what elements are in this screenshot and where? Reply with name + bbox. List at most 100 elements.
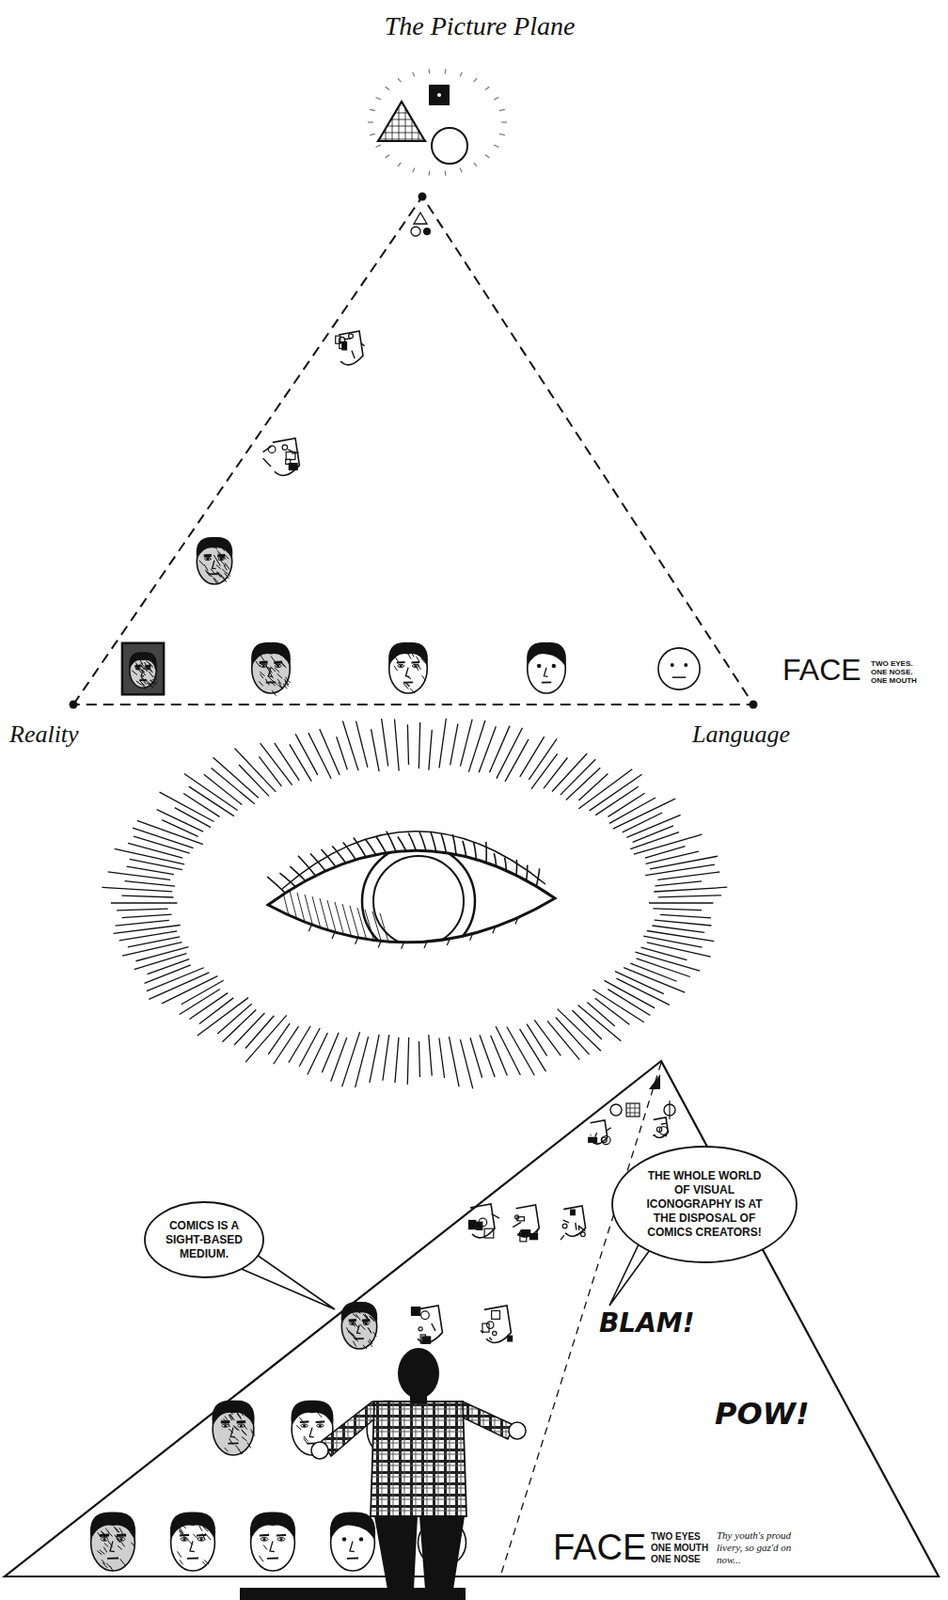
ray <box>355 1036 369 1088</box>
face-hatch <box>262 658 268 665</box>
face-hatch <box>103 1547 108 1553</box>
abstract-line <box>351 350 355 359</box>
halo-tick <box>485 86 490 90</box>
ray <box>245 1015 274 1049</box>
abstract-line <box>471 1206 473 1209</box>
face-hatch <box>237 1449 242 1454</box>
ray <box>630 832 680 850</box>
ray <box>622 812 663 833</box>
face-pupil <box>280 1537 284 1541</box>
face-pupil <box>239 1423 243 1427</box>
face-hatch <box>367 1327 372 1332</box>
plain-circle <box>431 127 468 164</box>
grid-mask <box>376 99 427 142</box>
face-mouth <box>541 680 552 683</box>
face-hatch <box>126 1527 131 1532</box>
ray <box>655 881 703 886</box>
ray <box>295 733 318 775</box>
face-hatch <box>241 1436 248 1441</box>
globe-hatch <box>373 855 404 864</box>
face-hatch <box>367 1327 371 1333</box>
eyelash <box>505 857 507 871</box>
face-drawing <box>251 642 291 696</box>
face-pupil <box>263 1537 267 1541</box>
note-label: TWO EYES. ONE NOSE. ONE MOUTH <box>870 659 924 685</box>
face-hatch <box>141 664 144 670</box>
face-hatch <box>233 1436 239 1441</box>
ray <box>135 947 189 962</box>
lower-lash <box>401 942 405 949</box>
ray <box>566 767 601 800</box>
halo-tick <box>444 171 447 176</box>
eyelash <box>536 868 539 886</box>
face-hatch <box>422 675 427 681</box>
face-brow <box>276 1533 286 1537</box>
face-hatch <box>207 571 214 577</box>
face-brow <box>300 1420 310 1423</box>
face-hatch <box>179 1527 184 1534</box>
pyramid <box>4 1060 939 1577</box>
globe-hatch <box>373 893 393 901</box>
ray <box>428 1034 433 1075</box>
face-hatch <box>205 553 211 560</box>
face-hatch <box>259 671 265 676</box>
face-pupil <box>200 1537 204 1541</box>
halo-tick <box>427 171 430 176</box>
eyelash <box>364 838 376 855</box>
sound-effect: BLAM! <box>596 1307 698 1339</box>
abstract-rect <box>422 1336 431 1343</box>
ray <box>649 855 718 869</box>
face-hatch <box>220 574 225 581</box>
apex-grid-lines <box>626 1103 640 1117</box>
abstract-dot <box>581 1232 586 1237</box>
black-square <box>428 84 450 106</box>
face-hatch <box>316 1411 322 1418</box>
face-hatch <box>237 1413 242 1421</box>
eyelash <box>526 865 528 882</box>
face-hair <box>526 642 567 667</box>
face-hatch <box>369 1338 373 1343</box>
face-hatch <box>99 1549 106 1555</box>
abstract-face <box>560 1205 586 1240</box>
face-eye <box>100 1537 109 1542</box>
face-hatch <box>242 1422 247 1429</box>
face-hatch <box>247 1442 252 1449</box>
abstract-line <box>590 1134 592 1136</box>
face-hatch <box>357 1309 361 1313</box>
face-hatch <box>269 680 276 686</box>
face-hatch <box>216 559 221 567</box>
ray <box>531 753 558 789</box>
ray <box>439 1037 445 1078</box>
eyelash <box>331 845 346 863</box>
face-brow <box>116 1532 127 1537</box>
quote-label: Thy youth's proud livery, so gaz'd on no… <box>716 1529 796 1566</box>
abstract-face <box>588 1120 612 1145</box>
face-mouth <box>107 1557 119 1560</box>
apex-triangle <box>648 1074 661 1090</box>
ray <box>646 851 699 864</box>
vertex-dot <box>418 192 427 202</box>
lid-shade <box>297 892 307 930</box>
ray <box>119 931 178 941</box>
abstract-line <box>661 1122 667 1124</box>
face-hatch <box>131 670 138 676</box>
ray <box>418 722 420 769</box>
face-hatch <box>213 577 219 584</box>
ray <box>273 1026 300 1064</box>
hand <box>311 1441 329 1459</box>
face-pupil <box>103 1537 107 1541</box>
face-mouth <box>672 676 687 679</box>
face-hatch <box>410 650 414 657</box>
face-nose <box>405 667 410 678</box>
globe-hatch <box>373 907 393 916</box>
abstract-line <box>652 1134 655 1137</box>
abstract-dot <box>348 333 354 339</box>
eye-drawing <box>267 831 555 958</box>
upper-crease <box>282 831 546 889</box>
halo-tick <box>375 144 380 147</box>
face-hatch <box>404 681 410 687</box>
abstract-rect <box>521 1230 531 1236</box>
ray <box>189 786 235 816</box>
grid-line <box>387 126 417 127</box>
ray <box>134 953 188 970</box>
